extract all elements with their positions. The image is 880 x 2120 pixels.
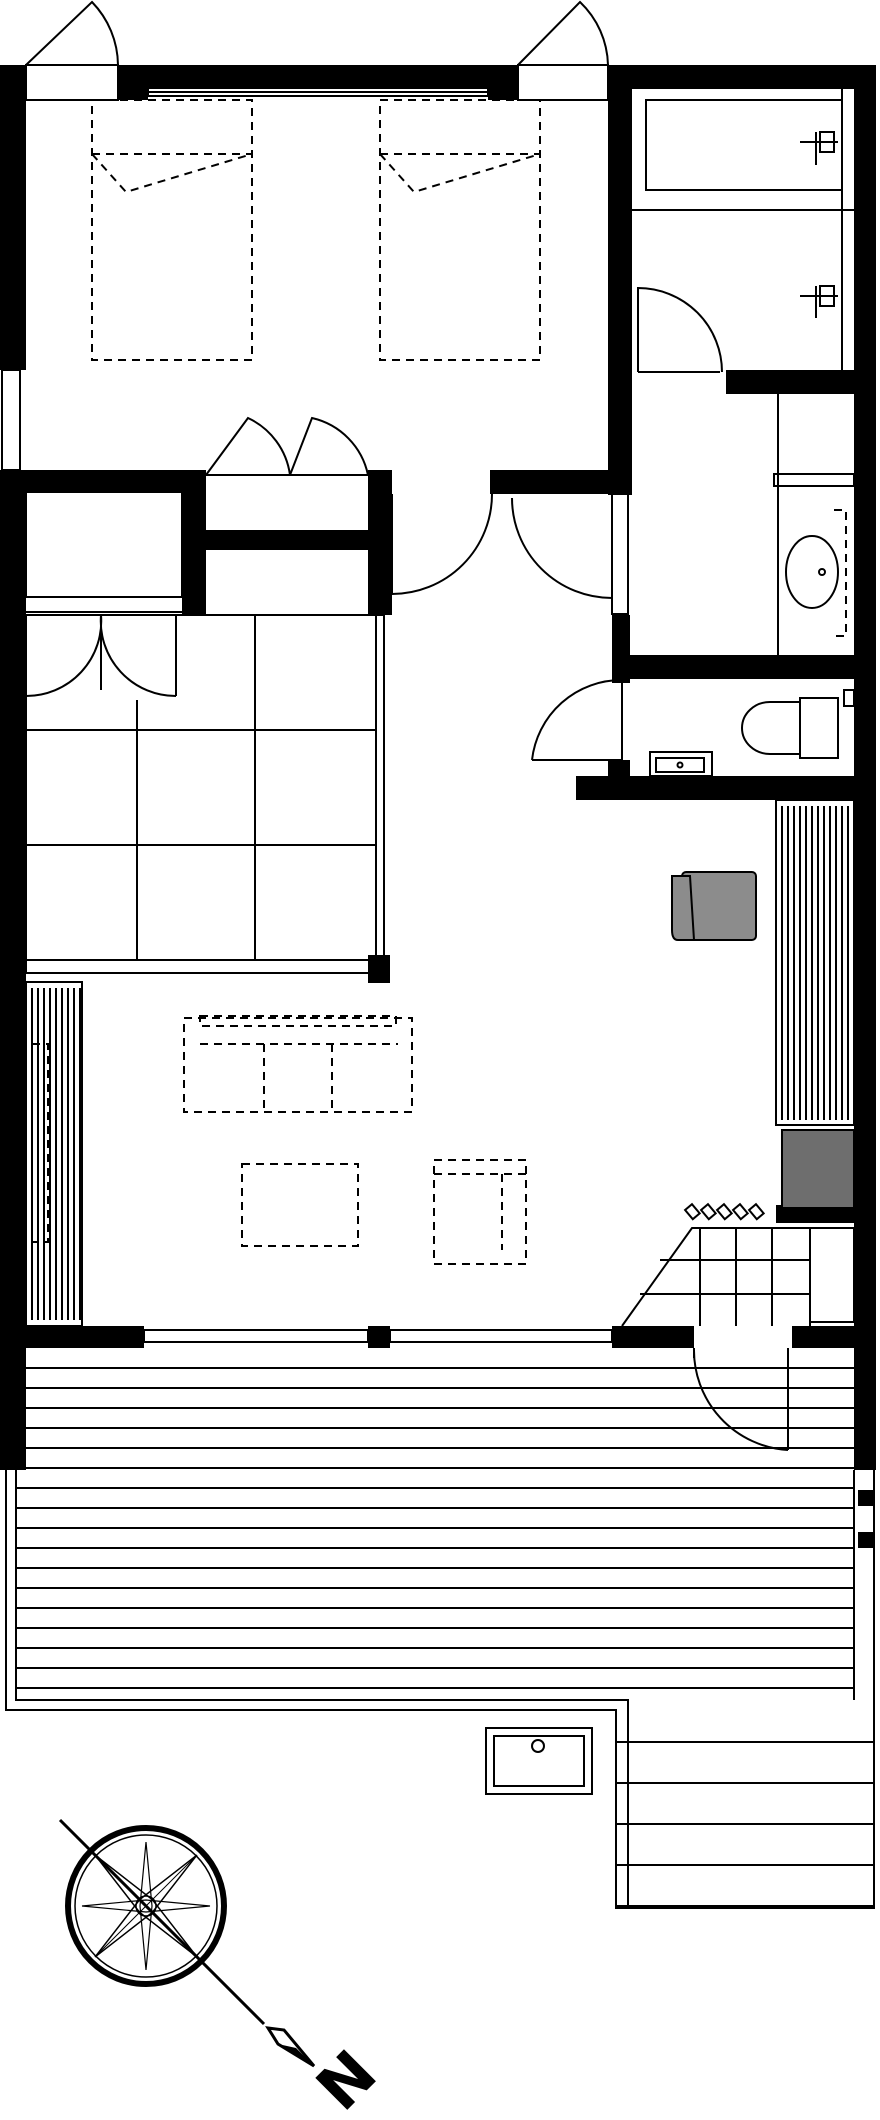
hand-sink-icon: [649, 751, 713, 777]
bath-north-wall: [608, 65, 876, 89]
south-window-west: [143, 1329, 369, 1343]
sofa: [183, 1015, 413, 1113]
wc-north-wall: [612, 655, 876, 679]
bathroom: [632, 89, 855, 655]
closet-doors: [25, 416, 369, 698]
refrigerator: [781, 1129, 855, 1209]
coffee-table: [241, 1163, 359, 1247]
washbasin-icon: [785, 535, 839, 609]
north-wall-post-east: [488, 65, 518, 100]
west-wall-lower: [0, 470, 26, 1470]
west-alcove: [25, 981, 83, 1327]
tatami-floor: [25, 614, 385, 974]
side-chair: [433, 1159, 527, 1265]
living-furniture: [183, 1015, 527, 1265]
compass-rose-icon: [58, 1818, 316, 2068]
toilet-icon: [741, 689, 855, 759]
south-wall-east: [612, 1326, 694, 1348]
tatami-room: [25, 614, 385, 974]
shoe-mark: [747, 1202, 766, 1221]
north-label: N: [302, 2036, 390, 2120]
west-window: [1, 369, 21, 471]
shoe-mark: [731, 1202, 750, 1221]
wardrobe-door-right: [99, 614, 177, 698]
wc-door: [531, 678, 623, 761]
shoe-rack-icon: [683, 1202, 766, 1221]
kitchen-cabinet: [809, 1227, 855, 1323]
outdoor-sink-icon: [485, 1727, 593, 1795]
closet-north-wall: [0, 470, 205, 492]
walls: [0, 65, 876, 1470]
tall-shelf: [775, 799, 855, 1126]
wc: [531, 678, 855, 777]
shower-faucet-icon: [800, 285, 838, 318]
compass-needle: [58, 1818, 266, 2026]
entrance-door-swing: [692, 1347, 789, 1451]
shoe-mark: [715, 1202, 734, 1221]
alcove-shelf: [25, 981, 83, 1327]
bathtub: [645, 99, 843, 191]
bedroom-south-wall-east: [490, 470, 615, 494]
bed-east: [379, 99, 541, 361]
shoe-mark: [683, 1202, 702, 1221]
closet-door-left: [205, 416, 291, 476]
entrance-stairs: [621, 1202, 811, 1327]
deck: [5, 1348, 875, 1909]
east-shelving: [775, 799, 855, 1323]
west-wall-upper: [0, 65, 26, 370]
south-wall-mullion: [368, 1326, 390, 1348]
closet-door-right: [289, 416, 369, 476]
washroom-shelf: [773, 473, 855, 487]
south-window-east: [389, 1329, 613, 1343]
closet-shelf-wall: [182, 530, 382, 550]
kitchen-counter-wall: [776, 1205, 876, 1223]
bed-west: [91, 99, 253, 361]
storage-closet: [25, 491, 183, 598]
bathroom-door: [637, 286, 723, 373]
north-door-east: [517, 0, 609, 66]
bedroom-door-west: [391, 493, 493, 595]
north-doors: [25, 0, 609, 101]
closet-east-wall-2: [368, 470, 392, 615]
bath-west-wall: [608, 65, 632, 495]
wc-south-wall: [576, 776, 876, 800]
east-wall: [854, 65, 876, 1470]
north-wall: [118, 65, 516, 87]
south-wall-west: [0, 1326, 144, 1348]
armchair-icon: [671, 871, 757, 941]
bedroom-door-east: [511, 497, 613, 599]
bath-south-wall: [726, 370, 876, 394]
shoe-mark: [699, 1202, 718, 1221]
wardrobe-door-left: [25, 614, 103, 698]
beds: [91, 99, 541, 361]
tub-faucet-icon: [800, 131, 838, 165]
bedroom-doors: [391, 493, 629, 615]
entrance-door: [692, 1347, 789, 1451]
south-wall-corner: [792, 1326, 876, 1348]
north-door-west: [25, 0, 119, 66]
windows: [1, 87, 613, 1343]
